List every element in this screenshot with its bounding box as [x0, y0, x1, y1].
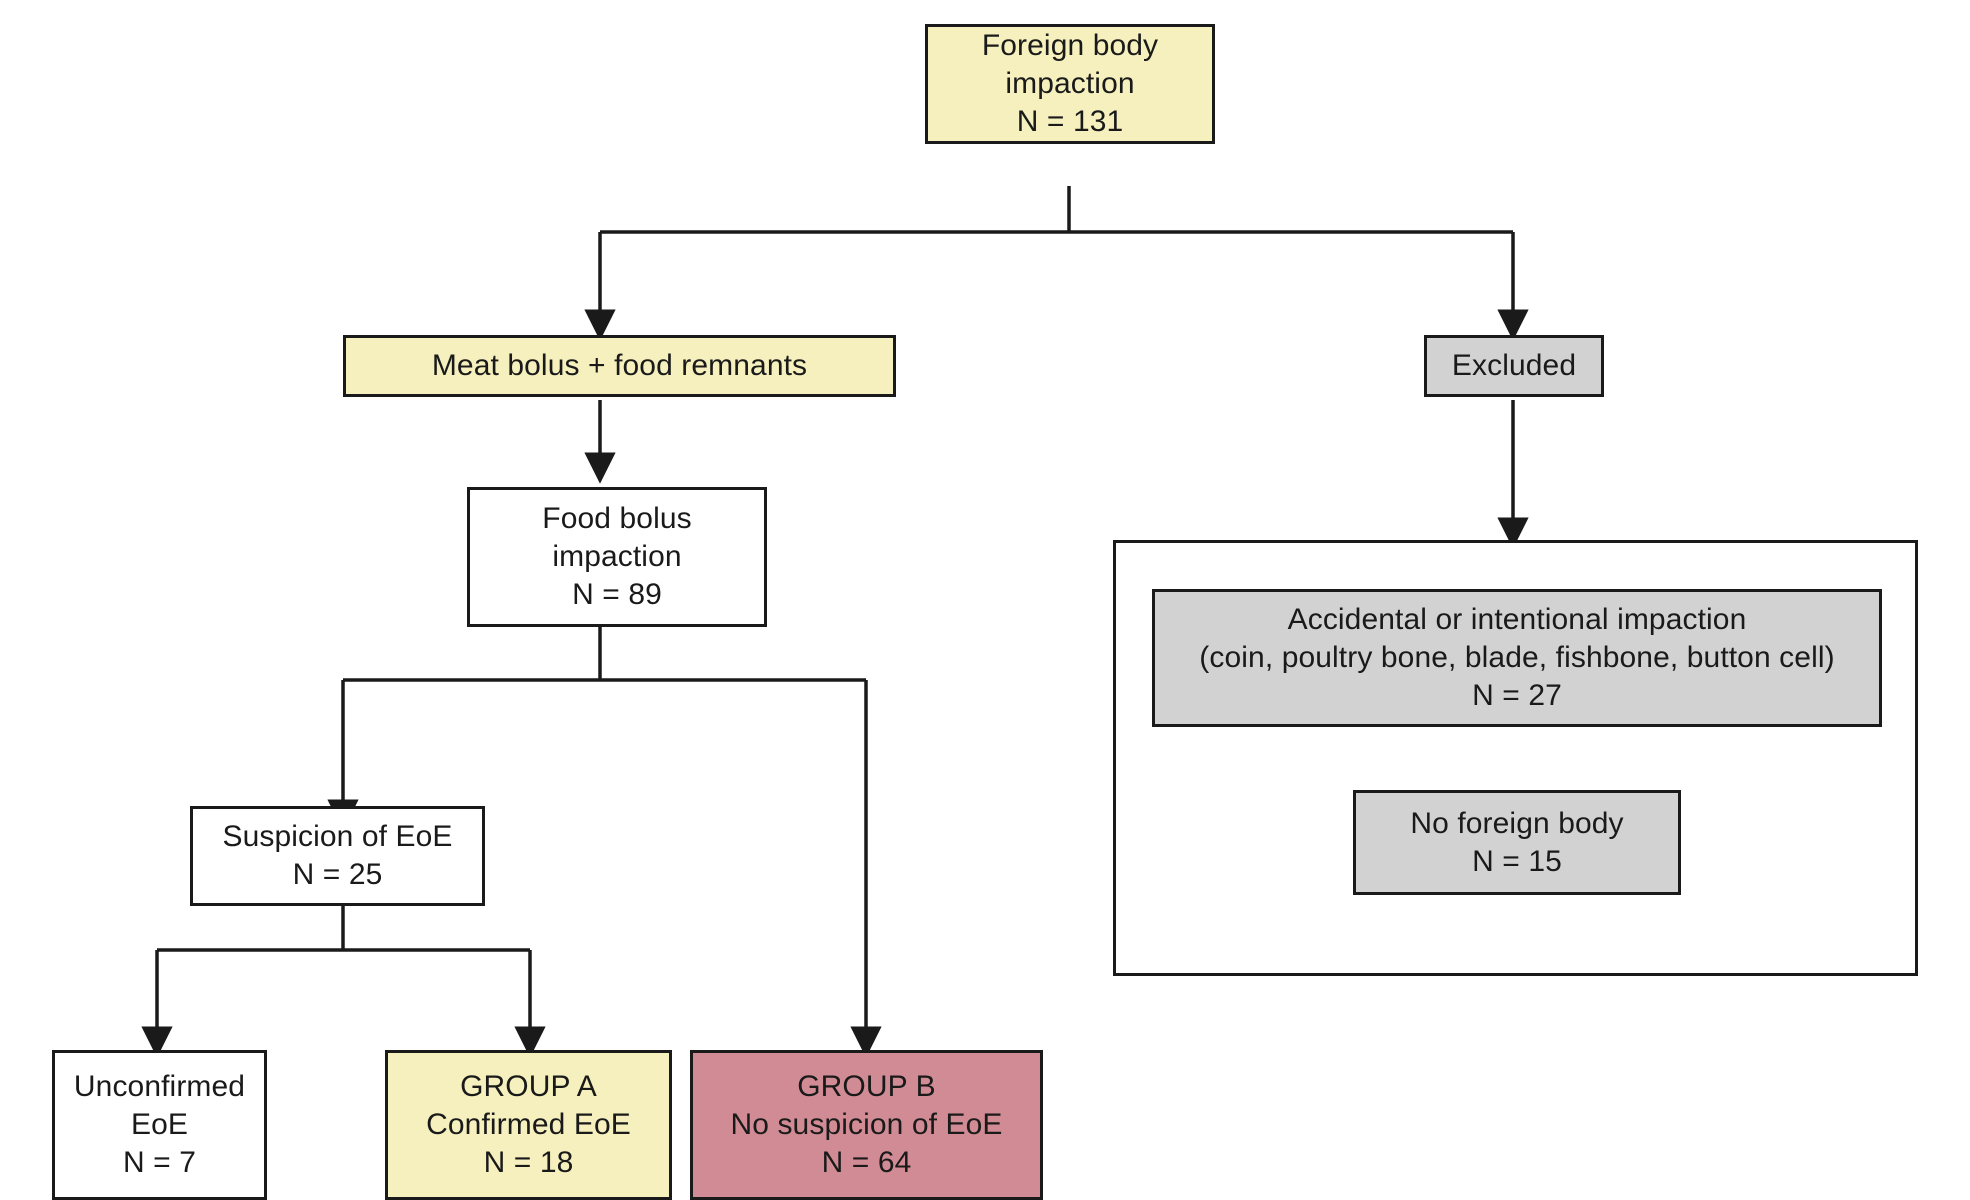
- node-group-b-no-suspicion-eoe[interactable]: GROUP B No suspicion of EoE N = 64: [690, 1050, 1043, 1200]
- node-accidental-intentional-impaction[interactable]: Accidental or intentional impaction (coi…: [1152, 589, 1882, 727]
- node-line: GROUP A: [460, 1070, 597, 1104]
- node-line: GROUP B: [797, 1070, 936, 1104]
- node-line: impaction: [1005, 67, 1135, 101]
- node-line: N = 27: [1472, 678, 1562, 712]
- node-line: N = 89: [572, 577, 662, 611]
- node-line: Meat bolus + food remnants: [431, 349, 808, 383]
- node-line: Food bolus: [542, 502, 692, 536]
- node-line: N = 7: [122, 1145, 197, 1179]
- node-line: N = 131: [1016, 104, 1124, 138]
- node-line: (coin, poultry bone, blade, fishbone, bu…: [1199, 641, 1835, 675]
- node-line: N = 64: [821, 1145, 912, 1179]
- node-unconfirmed-eoe[interactable]: Unconfirmed EoE N = 7: [52, 1050, 267, 1200]
- node-line: N = 15: [1472, 844, 1562, 878]
- node-line: Unconfirmed: [73, 1070, 246, 1104]
- node-no-foreign-body[interactable]: No foreign body N = 15: [1353, 790, 1681, 895]
- node-line: N = 18: [483, 1145, 574, 1179]
- node-line: Confirmed EoE: [426, 1108, 631, 1142]
- node-line: Excluded: [1451, 349, 1577, 383]
- node-foreign-body-impaction[interactable]: Foreign body impaction N = 131: [925, 24, 1215, 144]
- node-line: Suspicion of EoE: [222, 820, 453, 854]
- node-line: Accidental or intentional impaction: [1287, 603, 1747, 637]
- node-line: No foreign body: [1410, 806, 1624, 840]
- node-food-bolus-impaction[interactable]: Food bolus impaction N = 89: [467, 487, 767, 627]
- node-suspicion-of-eoe[interactable]: Suspicion of EoE N = 25: [190, 806, 485, 906]
- node-line: No suspicion of EoE: [730, 1108, 1003, 1142]
- node-line: EoE: [130, 1108, 188, 1142]
- node-group-a-confirmed-eoe[interactable]: GROUP A Confirmed EoE N = 18: [385, 1050, 672, 1200]
- node-line: impaction: [552, 540, 682, 574]
- node-line: Foreign body: [981, 29, 1159, 63]
- node-excluded[interactable]: Excluded: [1424, 335, 1604, 397]
- node-meat-bolus-food-remnants[interactable]: Meat bolus + food remnants: [343, 335, 896, 397]
- node-line: N = 25: [292, 858, 383, 891]
